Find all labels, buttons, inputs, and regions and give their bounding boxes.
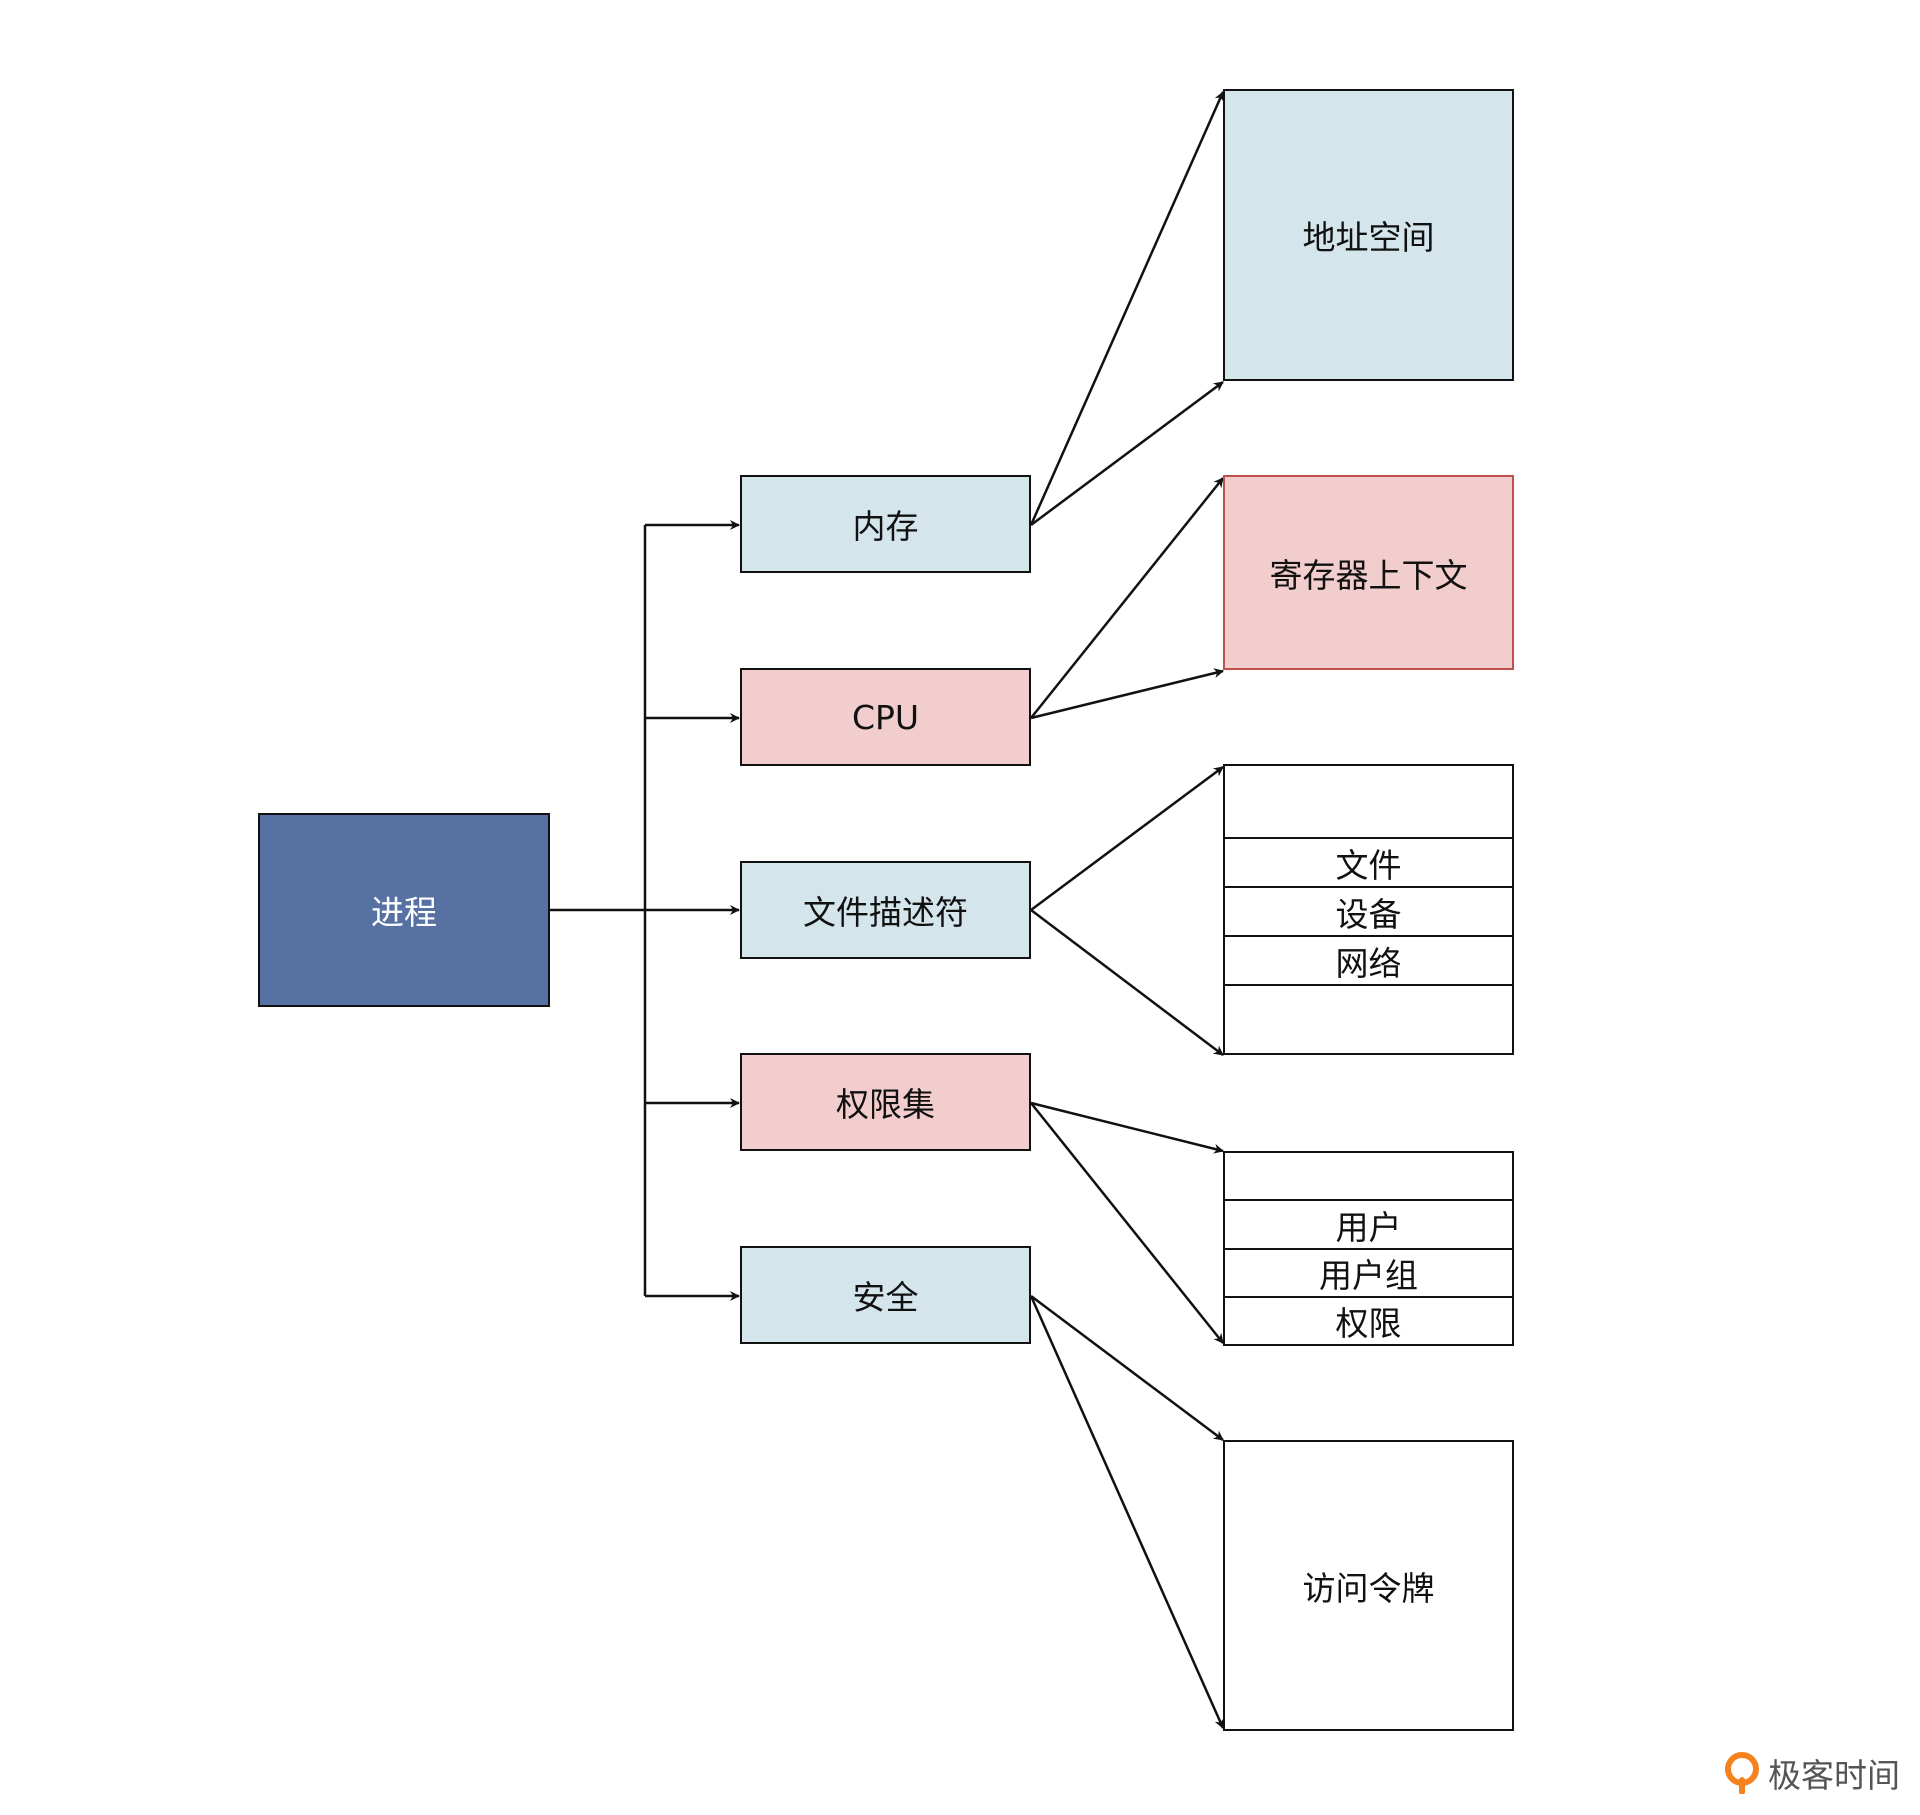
fd-table-row-file: 文件 xyxy=(1225,839,1512,888)
fd-table-cell: 网络 xyxy=(1335,943,1402,983)
perm-table[interactable]: 用户 用户组 权限 xyxy=(1223,1151,1514,1346)
fd-table-cell: 文件 xyxy=(1335,845,1402,885)
perm-table-cell: 权限 xyxy=(1335,1303,1402,1343)
access-token-node[interactable]: 访问令牌 xyxy=(1223,1440,1514,1731)
security-node[interactable]: 安全 xyxy=(740,1246,1031,1344)
address-space-node[interactable]: 地址空间 xyxy=(1223,89,1514,381)
arrow-perm-table-bottom xyxy=(1030,1102,1224,1344)
security-label: 安全 xyxy=(852,1278,919,1317)
perm-table-row-user: 用户 xyxy=(1225,1201,1512,1250)
fd-node[interactable]: 文件描述符 xyxy=(740,861,1031,959)
arrow-memory-address-top xyxy=(1029,91,1225,526)
geektime-logo-icon xyxy=(1725,1752,1759,1794)
fd-table[interactable]: 文件 设备 网络 xyxy=(1223,764,1514,1055)
arrow-memory-address-bottom xyxy=(1030,380,1224,527)
process-label: 进程 xyxy=(371,893,437,932)
arrow-cpu-register-bottom xyxy=(1030,668,1224,720)
arrow-security-token-top xyxy=(1030,1295,1224,1441)
geektime-logo-text: 极客时间 xyxy=(1768,1756,1900,1795)
fd-table-cell: 设备 xyxy=(1335,894,1402,934)
geektime-logo: 极客时间 xyxy=(1724,1748,1900,1798)
memory-node[interactable]: 内存 xyxy=(740,475,1031,573)
cpu-label: CPU xyxy=(851,697,920,737)
access-token-label: 访问令牌 xyxy=(1302,1568,1435,1608)
perm-table-cell: 用户 xyxy=(1335,1207,1402,1247)
arrow-fd-table-bottom xyxy=(1030,909,1224,1056)
address-space-label: 地址空间 xyxy=(1302,218,1435,257)
register-context-label: 寄存器上下文 xyxy=(1269,555,1468,595)
fd-label: 文件描述符 xyxy=(803,893,968,932)
arrow-cpu-register-top xyxy=(1030,477,1224,719)
perm-table-row-group: 用户组 xyxy=(1225,1250,1512,1298)
fd-table-row-device: 设备 xyxy=(1225,888,1512,937)
arrow-perm-table-top xyxy=(1030,1101,1224,1154)
fd-table-row xyxy=(1225,986,1512,1052)
perm-table-row xyxy=(1225,1153,1512,1201)
fd-table-row-network: 网络 xyxy=(1225,937,1512,986)
register-context-node[interactable]: 寄存器上下文 xyxy=(1223,475,1514,670)
cpu-node[interactable]: CPU xyxy=(740,668,1031,766)
perm-table-cell: 用户组 xyxy=(1319,1256,1418,1295)
fd-table-row xyxy=(1225,766,1512,839)
perm-node[interactable]: 权限集 xyxy=(740,1053,1031,1151)
process-node[interactable]: 进程 xyxy=(258,813,550,1007)
memory-label: 内存 xyxy=(852,507,919,546)
perm-table-row-permission: 权限 xyxy=(1225,1298,1512,1343)
perm-label: 权限集 xyxy=(836,1085,935,1124)
arrow-security-token-bottom xyxy=(1029,1295,1225,1729)
arrow-fd-table-top xyxy=(1030,765,1224,912)
